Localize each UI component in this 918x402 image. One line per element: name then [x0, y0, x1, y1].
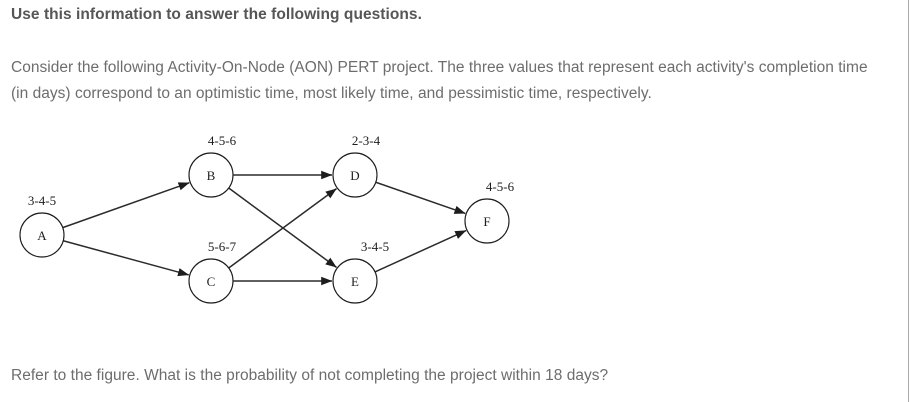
duration-label-d: 2-3-4	[352, 133, 381, 148]
node-circle-a	[19, 212, 65, 258]
node-circle-f	[464, 198, 510, 244]
node-circle-e	[332, 258, 378, 304]
duration-label-b: 4-5-6	[208, 133, 237, 148]
question-prompt: Refer to the figure. What is the probabi…	[11, 367, 609, 384]
nodes-group: A B C D E F	[19, 152, 510, 304]
pert-network-figure: A B C D E F 3-4-5 4-5-6 5-6-7 2-3-4 3-4-5 4-5-6	[0, 120, 560, 335]
node-label-a: A	[37, 228, 47, 243]
node-b: B	[188, 152, 234, 198]
node-label-e: E	[351, 274, 359, 289]
node-circle-b	[188, 152, 234, 198]
node-label-c: C	[207, 274, 216, 289]
node-circle-c	[188, 258, 234, 304]
edge-a-to-c	[63, 240, 190, 277]
duration-label-e: 3-4-5	[361, 239, 389, 254]
edge-c-to-d	[228, 188, 337, 269]
edge-e-to-f	[374, 229, 467, 273]
node-label-b: B	[207, 168, 216, 183]
node-c: C	[188, 258, 234, 304]
node-circle-d	[332, 152, 378, 198]
duration-label-a: 3-4-5	[28, 193, 56, 208]
edge-d-to-f	[375, 181, 466, 215]
duration-label-f: 4-5-6	[486, 179, 515, 194]
node-f: F	[464, 198, 510, 244]
node-e: E	[332, 258, 378, 304]
duration-label-c: 5-6-7	[208, 239, 237, 254]
page-title: Use this information to answer the follo…	[11, 6, 422, 23]
edges-group	[62, 170, 467, 286]
network-diagram-svg: A B C D E F 3-4-5 4-5-6 5-6-7 2-3-4 3-4-5 4-5-6	[19, 133, 515, 304]
duration-labels-group: 3-4-5 4-5-6 5-6-7 2-3-4 3-4-5 4-5-6	[28, 133, 515, 254]
node-label-d: D	[350, 168, 359, 183]
edge-a-to-b	[62, 181, 190, 229]
intro-paragraph: Consider the following Activity-On-Node …	[11, 59, 868, 102]
node-label-f: F	[483, 214, 490, 229]
node-a: A	[19, 212, 65, 258]
right-border-rule	[908, 0, 909, 402]
node-d: D	[332, 152, 378, 198]
